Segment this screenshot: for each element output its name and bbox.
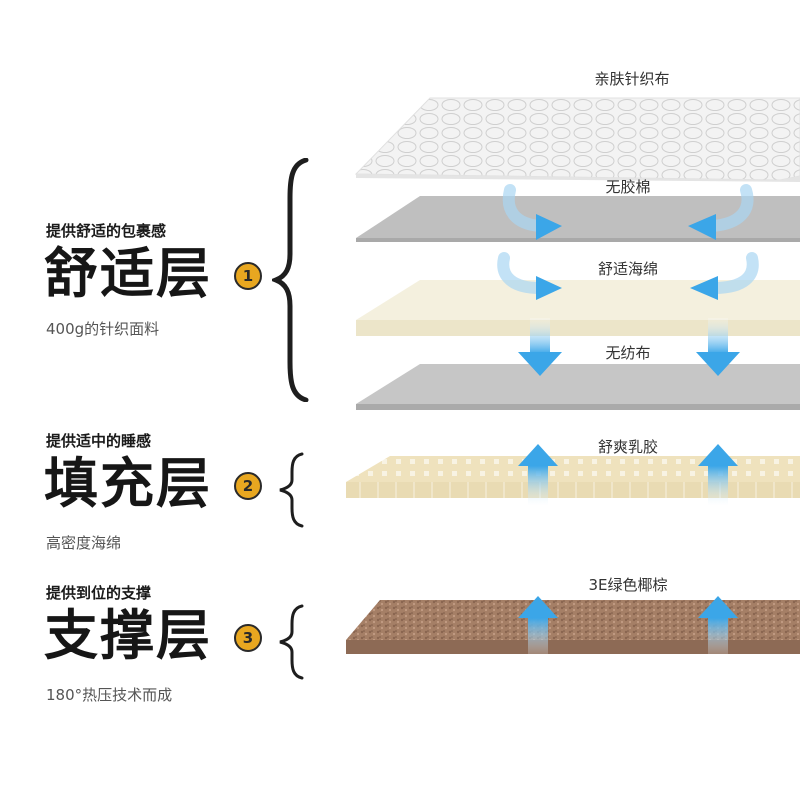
layer-label-knit-fabric: 亲肤针织布 bbox=[594, 70, 670, 88]
filling-layer-subtitle: 提供适中的睡感 bbox=[46, 432, 152, 450]
layer-label-coir: 3E绿色椰棕 bbox=[588, 576, 668, 594]
number-badge-3: 3 bbox=[234, 624, 262, 652]
filling-layer-description: 高密度海绵 bbox=[46, 534, 122, 552]
layer-label-cotton: 无胶棉 bbox=[605, 178, 651, 196]
number-badge-2: 2 bbox=[234, 472, 262, 500]
support-layer-subtitle: 提供到位的支撑 bbox=[46, 584, 152, 602]
airflow-arrows bbox=[497, 184, 759, 656]
support-layer-description: 180°热压技术而成 bbox=[46, 686, 173, 704]
comfort-layer-description: 400g的针织面料 bbox=[46, 320, 160, 338]
knit-fabric-layer bbox=[354, 97, 800, 182]
curly-brace-support bbox=[279, 604, 304, 680]
nonwoven-layer bbox=[356, 364, 800, 410]
layer-label-sponge: 舒适海绵 bbox=[597, 260, 659, 278]
curly-brace-filling bbox=[279, 452, 304, 528]
curly-brace-comfort bbox=[272, 158, 309, 402]
comfort-layer-title: 舒适层 bbox=[44, 242, 212, 305]
comfort-layer-subtitle: 提供舒适的包裹感 bbox=[46, 222, 167, 240]
cotton-layer bbox=[356, 196, 800, 242]
sponge-layer bbox=[356, 280, 800, 336]
layer-label-latex: 舒爽乳胶 bbox=[597, 438, 659, 456]
support-layer-title: 支撑层 bbox=[44, 604, 212, 667]
filling-layer-title: 填充层 bbox=[44, 452, 212, 515]
number-badge-1: 1 bbox=[234, 262, 262, 290]
layer-label-nonwoven: 无纺布 bbox=[605, 344, 651, 362]
coir-layer bbox=[346, 600, 800, 654]
latex-layer bbox=[346, 456, 800, 498]
